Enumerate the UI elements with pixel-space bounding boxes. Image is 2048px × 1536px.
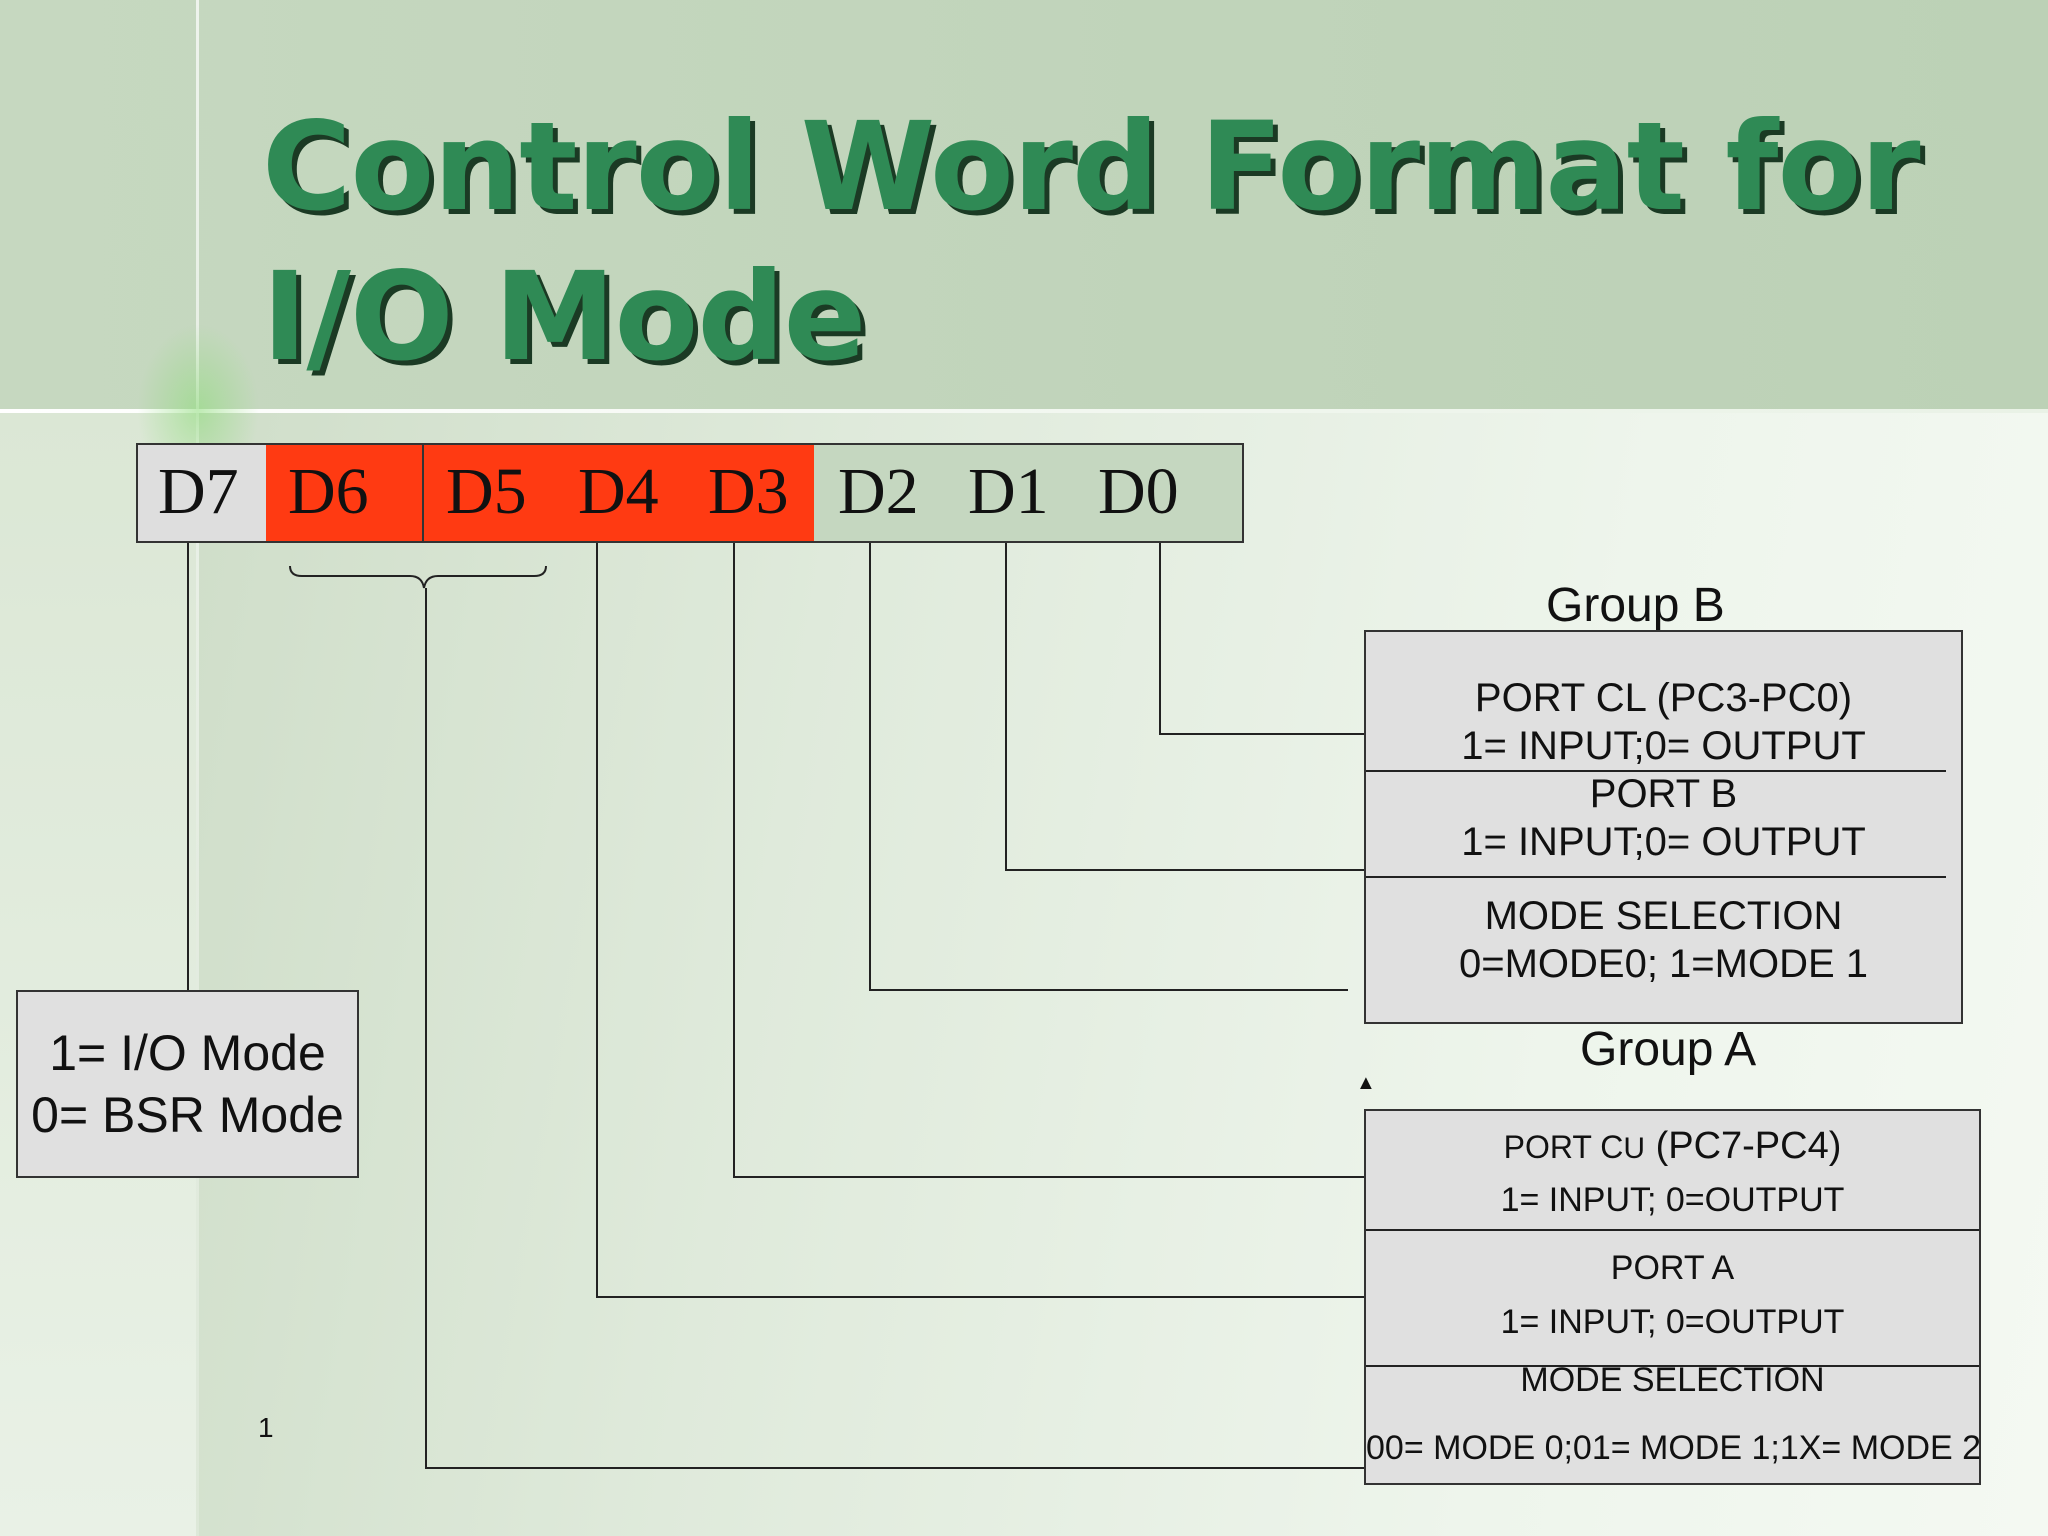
d1-connector [1005,543,1366,871]
d0-connector [1159,543,1366,735]
slide-number: 1 [258,1412,274,1443]
group-a-box: PORT CU (PC7-PC4) 1= INPUT; 0=OUTPUT POR… [1364,1109,1981,1485]
port-b-desc: 1= INPUT;0= OUTPUT [1461,820,1866,864]
group-a-mode-desc: 00= MODE 0;01= MODE 1;1X= MODE 2 [1366,1429,1982,1467]
bit-d4: D4 [578,455,659,528]
group-b-box: PORT CL (PC3-PC0) 1= INPUT;0= OUTPUT POR… [1364,630,1963,1024]
d7-bsr-mode-text: 0= BSR Mode [31,1087,344,1143]
port-cl-name: PORT CL (PC3-PC0) [1474,676,1853,720]
bit-d0: D0 [1098,455,1179,528]
slide-title: Control Word Format for I/O Mode [262,92,1962,392]
decorative-horizontal-line [0,409,2048,413]
title-line-2: I/O Mode [262,246,866,388]
d6-d5-connector [425,588,1366,1469]
header-band [0,0,2048,412]
port-cu-desc: 1= INPUT; 0=OUTPUT [1500,1181,1845,1219]
group-b-label: Group B [1546,579,1725,632]
port-cu-name: PORT CU (PC7-PC4) [1366,1125,1979,1168]
d2-connector [869,543,1348,991]
port-cu-suffix: (PC7-PC4) [1645,1125,1842,1167]
decorative-vertical-line [196,0,199,1536]
group-b-mode-name: MODE SELECTION [1484,894,1843,938]
group-a-mode-name: MODE SELECTION [1520,1361,1825,1399]
group-b-divider-2 [1366,876,1946,878]
d6-d5-cell [266,445,424,541]
d7-io-mode-text: 1= I/O Mode [49,1025,326,1081]
d3-connector [733,543,1366,1178]
bit-d5: D5 [446,455,527,528]
d7-mode-box: 1= I/O Mode 0= BSR Mode [16,990,359,1178]
d5-d3-cell [424,445,814,541]
group-a-divider-1 [1366,1229,1979,1231]
bit-d6: D6 [288,455,369,528]
title-line-1: Control Word Format for [262,96,1920,238]
left-strip [0,412,196,1536]
group-a-label: Group A [1580,1023,1757,1076]
group-b-mode-desc: 0=MODE0; 1=MODE 1 [1458,942,1869,986]
port-a-name: PORT A [1610,1249,1735,1287]
group-a-divider-2 [1366,1365,1979,1367]
bit-d7: D7 [158,455,239,528]
bit-d1: D1 [968,455,1049,528]
port-a-desc: 1= INPUT; 0=OUTPUT [1500,1303,1845,1341]
bit-d2: D2 [838,455,919,528]
d7-cell [138,445,266,541]
bit-d3: D3 [708,455,789,528]
bit-register: D7 D6 D5 D4 D3 D2 D1 D0 [136,443,1244,543]
marker-triangle: ▲ [1356,1072,1376,1094]
port-b-name: PORT B [1589,772,1738,816]
d4-connector [596,543,1366,1298]
port-cl-desc: 1= INPUT;0= OUTPUT [1461,724,1866,768]
group-b-divider-1 [1366,770,1946,772]
d6-d5-brace [289,565,547,589]
port-cu-prefix: PORT C [1503,1129,1624,1165]
port-cu-sub: U [1623,1132,1646,1165]
